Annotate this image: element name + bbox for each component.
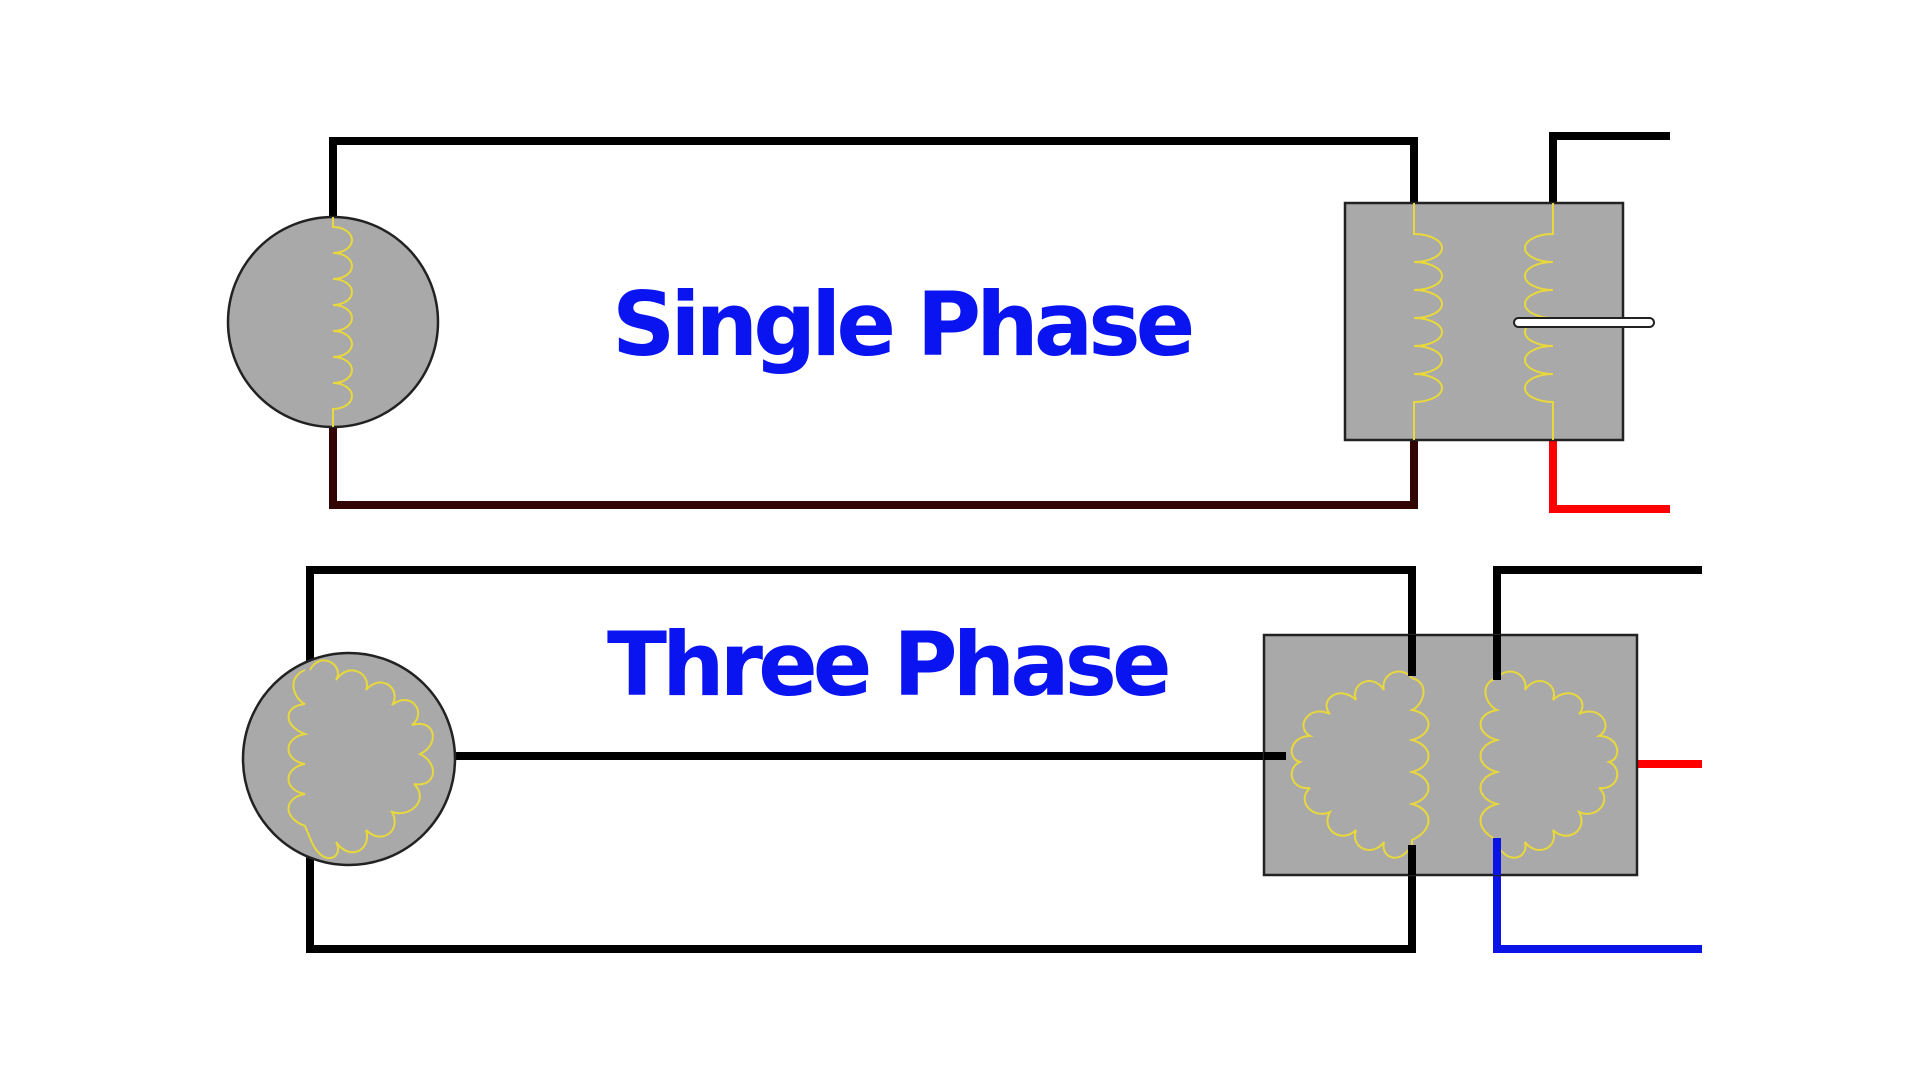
single-phase-center-tap-rod — [1513, 317, 1655, 328]
single-phase-output-red-wire — [1549, 440, 1670, 513]
three-phase-transformer — [1262, 633, 1639, 877]
single-phase-diagram: Single Phase — [226, 132, 1670, 513]
three-phase-top-wire — [306, 566, 1416, 678]
single-phase-top-wire — [329, 137, 1418, 217]
three-phase-title: Three Phase — [607, 613, 1168, 716]
single-phase-generator — [226, 215, 440, 429]
three-phase-bottom-wire — [306, 836, 1416, 953]
single-phase-title: Single Phase — [612, 273, 1192, 376]
single-phase-output-black-wire — [1549, 132, 1670, 203]
three-phase-primary-winding — [1290, 670, 1430, 859]
single-phase-bottom-wire — [329, 426, 1418, 509]
three-phase-generator-winding — [287, 659, 434, 860]
single-phase-generator-winding — [332, 217, 353, 427]
three-phase-generator — [241, 651, 457, 867]
three-phase-diagram: Three Phase — [241, 566, 1702, 953]
three-phase-secondary-winding — [1479, 670, 1619, 859]
single-phase-primary-winding — [1413, 203, 1443, 440]
